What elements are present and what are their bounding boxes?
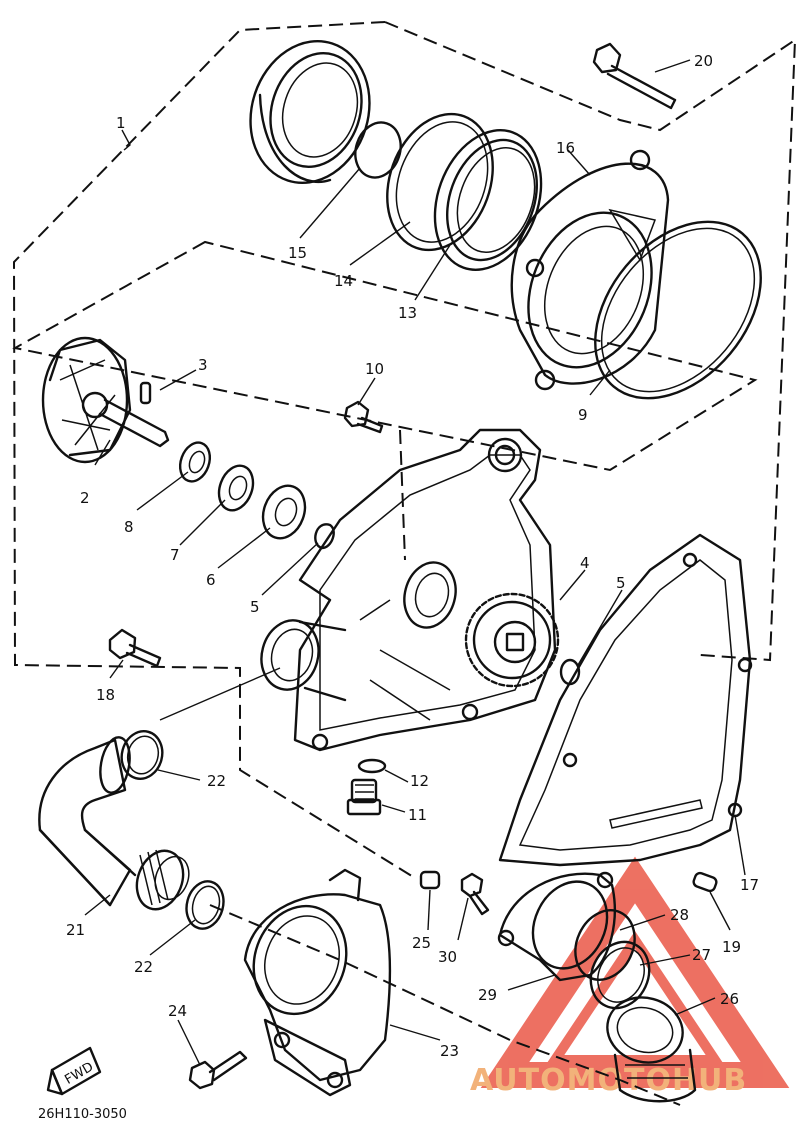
assembly-outline-dashed [12,21,797,1106]
part-11-drain-bolt [346,778,382,816]
callout-21: 21 [66,921,85,939]
part-9-o-ring [594,220,762,400]
callout-27: 27 [692,946,711,964]
callout-11: 11 [408,806,427,824]
callout-20: 20 [694,52,713,70]
part-18-bolt [108,628,162,668]
part-10-bolt [343,400,384,434]
callout-5-left: 5 [250,598,260,616]
part-29-thermostat-cover [497,871,616,982]
fwd-arrow-icon [46,1046,102,1096]
part-3-pin [139,381,152,405]
part-30-bolt [460,872,490,916]
callout-29: 29 [478,986,497,1004]
callout-1: 1 [116,114,126,132]
callout-leader-lines [84,59,746,1066]
part-4-pump-housing [293,428,557,752]
callout-2: 2 [80,489,90,507]
part-6-bearing [261,484,307,540]
callout-4: 4 [580,554,590,572]
callout-13: 13 [398,304,417,322]
part-23-thermostat-housing [243,868,392,1097]
part-25-plug [419,870,441,890]
callout-12: 12 [410,772,429,790]
callout-15: 15 [288,244,307,262]
part-21-elbow-pipe [38,736,190,911]
callout-24: 24 [168,1002,187,1020]
callout-labels: 1 2 3 4 5 5 6 7 8 9 10 11 12 13 14 15 16… [66,52,759,1060]
callout-7: 7 [170,546,180,564]
housing-outlet-socket [260,619,347,702]
callout-30: 30 [438,948,457,966]
callout-25: 25 [412,934,431,952]
callout-9: 9 [578,406,588,424]
callout-26: 26 [720,990,739,1008]
callout-22-upper: 22 [207,772,226,790]
part-4-gear [464,592,560,688]
part-7-bearing [217,464,255,512]
part-20-bolt [592,42,677,110]
part-26-thermostat [606,996,697,1103]
callout-17: 17 [740,876,759,894]
callout-8: 8 [124,518,134,536]
watermark-text: AUTOMOTOHUB [470,1063,747,1098]
callout-5-right: 5 [616,574,626,592]
callout-16: 16 [556,139,575,157]
part-13-ring [433,129,543,271]
callout-18: 18 [96,686,115,704]
part-15-oil-seal [249,40,371,184]
part-17-gasket [498,533,753,867]
drawing-code: 26H110-3050 [38,1107,127,1122]
part-8-seal [178,441,212,483]
callout-19: 19 [722,938,741,956]
part-15-cap [354,121,402,179]
part-16-housing-cover [510,149,670,391]
part-22-o-ring-lower [185,880,225,930]
callout-14: 14 [334,272,353,290]
callout-22-lower: 22 [134,958,153,976]
part-22-o-ring-upper [120,730,164,780]
watermark-logo-icon [480,856,790,1088]
callout-6: 6 [206,571,216,589]
part-27-o-ring [589,940,651,1010]
part-2-impeller-shaft [41,336,170,464]
part-14-ring [386,112,494,252]
part-24-bolt [188,1050,248,1090]
part-5-circlip-left [314,523,335,550]
part-12-washer [357,758,387,774]
callout-28: 28 [670,906,689,924]
part-19-dowel [692,871,718,893]
callout-3: 3 [198,356,208,374]
callout-23: 23 [440,1042,459,1060]
callout-10: 10 [365,360,384,378]
